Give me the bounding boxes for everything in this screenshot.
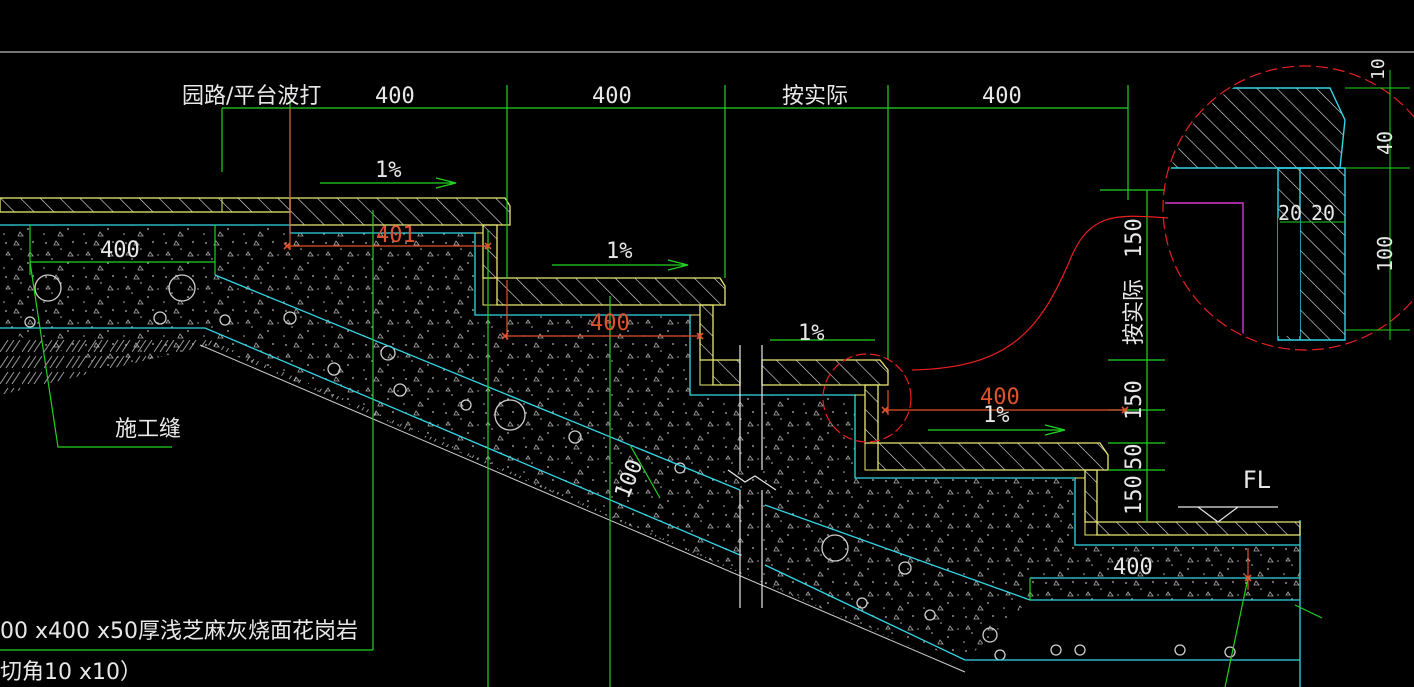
detail-dim-20a: 20	[1278, 201, 1302, 225]
detail-callout	[822, 65, 1414, 443]
road-note-label: 园路/平台波打	[182, 84, 321, 109]
top-dim-1: 400	[375, 84, 415, 109]
bottom-dim-400: 400	[1113, 555, 1153, 580]
top-dim-2: 400	[592, 84, 632, 109]
riser-dim-150-top: 150	[1122, 218, 1147, 258]
riser-as-actual: 按实际	[1122, 279, 1147, 345]
construction-joint-label: 施工缝	[115, 417, 181, 442]
slope-label-2: 1%	[606, 239, 633, 264]
as-actual-label: 按实际	[782, 84, 848, 109]
detail-dim-40: 40	[1373, 131, 1397, 155]
detail-dim-20b: 20	[1311, 201, 1335, 225]
tick-marks	[283, 242, 1252, 582]
slope-label-1: 1%	[375, 158, 402, 183]
riser-dim-150-mid: 150	[1122, 380, 1147, 420]
riser-dim-150-bot: 150	[1122, 475, 1147, 515]
detail-dim-10: 10	[1368, 58, 1389, 80]
material-note-line2: 切角10 x10）	[0, 660, 142, 685]
stair-steps	[0, 197, 1301, 536]
material-note-line1: 00 x400 x50厚浅芝麻灰烧面花岗岩	[0, 619, 358, 644]
magnified-detail	[1165, 87, 1346, 341]
riser-dim-50: 50	[1122, 444, 1147, 471]
finish-level-label: FL	[1243, 466, 1271, 494]
detail-dim-100: 100	[1373, 236, 1397, 272]
tread-dim-400: 400	[590, 311, 630, 336]
fl-marker	[1178, 506, 1278, 523]
left-dim-400: 400	[100, 238, 140, 263]
tread-dim-401: 401	[376, 223, 416, 248]
slope-label-3: 1%	[798, 321, 825, 346]
slope-label-4: 1%	[983, 403, 1010, 428]
gravel-layer	[24, 274, 1236, 661]
top-dim-4: 400	[982, 84, 1022, 109]
orange-dimension-lines	[286, 108, 1249, 590]
concrete-fill-body	[0, 225, 1300, 660]
detail-dimension-lines	[1280, 70, 1410, 340]
expansion-joint	[727, 345, 777, 608]
tread4-dim-400: 400	[980, 385, 1020, 410]
